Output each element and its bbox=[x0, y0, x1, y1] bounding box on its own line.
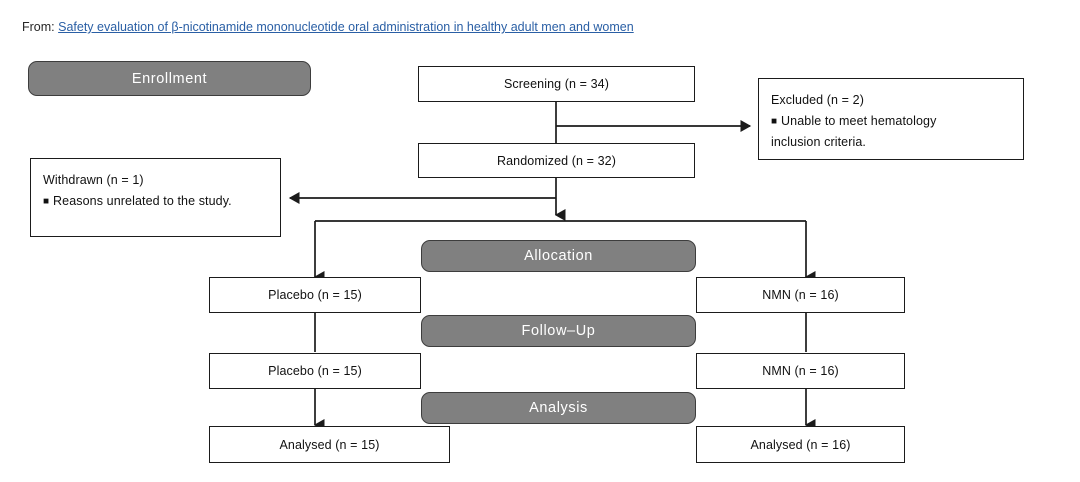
node-excluded-bullet-line-1: ■Unable to meet hematology bbox=[771, 111, 1011, 132]
node-withdrawn-bullet-line-1: ■Reasons unrelated to the study. bbox=[43, 191, 268, 212]
stage-label-analysis: Analysis bbox=[529, 400, 588, 416]
stage-banner-allocation: Allocation bbox=[421, 240, 696, 272]
node-allocation-nmn-label: NMN (n = 16) bbox=[762, 288, 839, 302]
node-withdrawn: Withdrawn (n = 1) ■Reasons unrelated to … bbox=[30, 158, 281, 237]
node-withdrawn-title: Withdrawn (n = 1) bbox=[43, 173, 144, 187]
node-allocation-placebo: Placebo (n = 15) bbox=[209, 277, 421, 313]
node-followup-nmn-label: NMN (n = 16) bbox=[762, 364, 839, 378]
stage-label-followup: Follow–Up bbox=[521, 323, 596, 339]
node-excluded: Excluded (n = 2) ■Unable to meet hematol… bbox=[758, 78, 1024, 160]
node-randomized: Randomized (n = 32) bbox=[418, 143, 695, 178]
node-excluded-title: Excluded (n = 2) bbox=[771, 93, 864, 107]
bullet-square-icon: ■ bbox=[771, 116, 778, 127]
node-analysed-nmn: Analysed (n = 16) bbox=[696, 426, 905, 463]
bullet-square-icon: ■ bbox=[43, 196, 50, 207]
stage-banner-enrollment: Enrollment bbox=[28, 61, 311, 96]
node-allocation-nmn: NMN (n = 16) bbox=[696, 277, 905, 313]
node-followup-placebo: Placebo (n = 15) bbox=[209, 353, 421, 389]
stage-label-enrollment: Enrollment bbox=[131, 70, 208, 87]
node-screening: Screening (n = 34) bbox=[418, 66, 695, 102]
article-title-link[interactable]: Safety evaluation of β-nicotinamide mono… bbox=[58, 20, 634, 34]
node-withdrawn-bullet-1-text: Reasons unrelated to the study. bbox=[53, 194, 232, 208]
source-prefix-label: From: bbox=[22, 20, 55, 34]
node-excluded-bullet-1-text: Unable to meet hematology bbox=[781, 114, 937, 128]
node-randomized-label: Randomized (n = 32) bbox=[497, 153, 616, 168]
node-analysed-nmn-label: Analysed (n = 16) bbox=[750, 437, 851, 452]
stage-banner-analysis: Analysis bbox=[421, 392, 696, 424]
source-attribution: From: Safety evaluation of β-nicotinamid… bbox=[22, 19, 634, 35]
stage-banner-followup: Follow–Up bbox=[421, 315, 696, 347]
node-analysed-placebo: Analysed (n = 15) bbox=[209, 426, 450, 463]
node-screening-label: Screening (n = 34) bbox=[504, 77, 609, 91]
node-allocation-placebo-label: Placebo (n = 15) bbox=[268, 288, 362, 302]
node-followup-placebo-label: Placebo (n = 15) bbox=[268, 364, 362, 378]
node-analysed-placebo-label: Analysed (n = 15) bbox=[279, 437, 380, 452]
node-excluded-bullet-line-2: inclusion criteria. bbox=[771, 135, 866, 149]
stage-label-allocation: Allocation bbox=[524, 248, 593, 264]
node-followup-nmn: NMN (n = 16) bbox=[696, 353, 905, 389]
